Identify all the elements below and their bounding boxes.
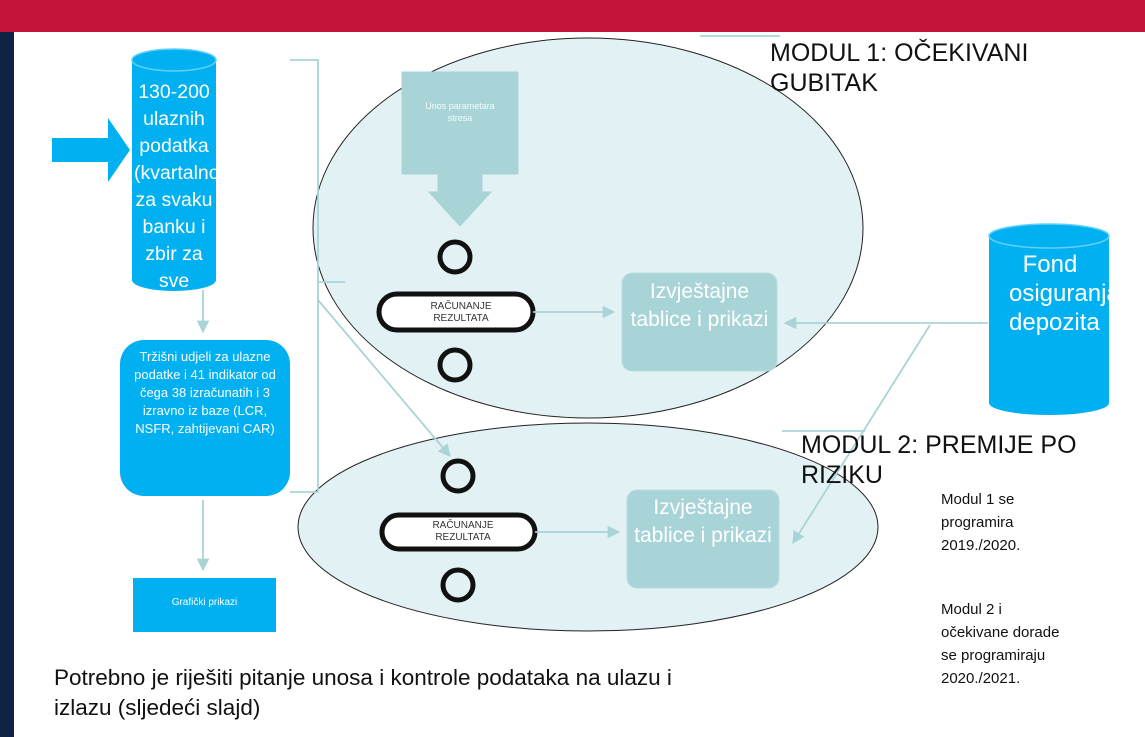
m1-report-box — [621, 272, 778, 372]
m1-report-label: Izvještajne tablice i prikazi — [630, 280, 769, 331]
input-cylinder — [131, 48, 217, 291]
module1-note: Modul 1 se programira 2019./2020. — [941, 491, 1021, 554]
fund-cylinder — [988, 223, 1110, 415]
graphs-label: Grafički prikazi — [171, 597, 238, 608]
m1-circle-bottom — [437, 347, 473, 383]
market-shares-label: Tržišni udjeli za ulazne podatke i 41 in… — [134, 349, 276, 436]
graphs-box — [133, 578, 276, 632]
m1-circle-top — [437, 239, 473, 275]
module2-note: Modul 2 i očekivane dorade se programira… — [941, 601, 1060, 687]
stress-callout — [401, 71, 519, 227]
stress-label: Unos parametara stresa — [425, 101, 495, 123]
input-cylinder-label: 130-200 ulaznih podatka (kvartalno) za s… — [134, 81, 227, 319]
m2-report-box — [626, 489, 780, 589]
bottom-note: Potrebno je riješiti pitanje unosa i kon… — [54, 665, 672, 720]
m2-circle-bottom — [440, 567, 476, 603]
module1-title: MODUL 1: OČEKIVANI GUBITAK — [770, 39, 1029, 97]
left-accent-bar — [0, 32, 14, 737]
market-shares-box — [120, 340, 290, 496]
m2-circle-top — [440, 458, 476, 494]
connectors — [196, 35, 988, 572]
input-arrow-icon — [52, 118, 130, 182]
fund-cylinder-label: Fond osiguranja depozita — [1009, 251, 1120, 336]
module2-title: MODUL 2: PREMIJE PO RIZIKU — [801, 431, 1077, 489]
m2-report-label: Izvještajne tablice i prikazi — [634, 496, 772, 547]
top-accent-bar — [0, 0, 1145, 32]
m2-calc-label: RAČUNANJE REZULTATA — [432, 520, 494, 543]
m1-calc-label: RAČUNANJE REZULTATA — [430, 301, 492, 324]
